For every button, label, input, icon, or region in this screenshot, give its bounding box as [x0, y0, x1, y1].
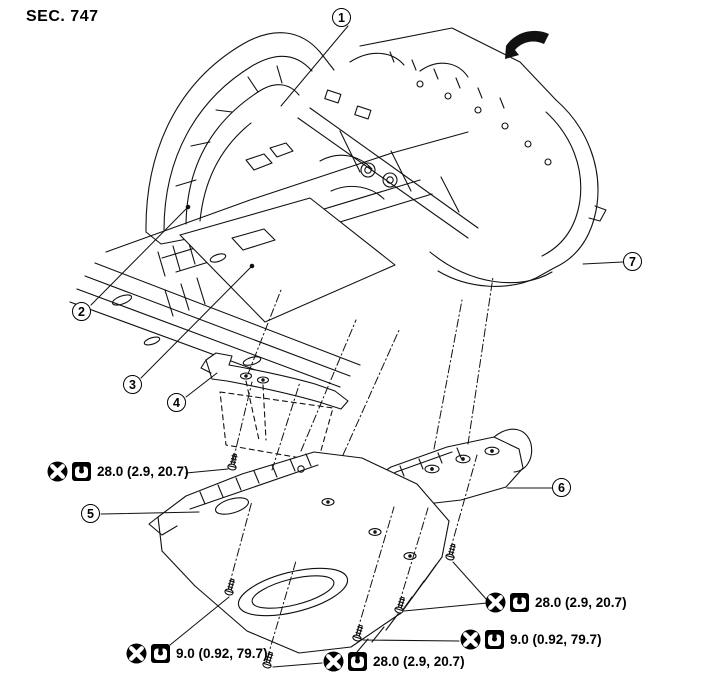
- torque-label-right: 28.0 (2.9, 20.7): [485, 592, 627, 613]
- replace-icon: [126, 643, 147, 664]
- torque-label-bottom-left: 9.0 (0.92, 79.7): [126, 643, 268, 664]
- callout-1: 1: [332, 8, 351, 27]
- torque-value: 9.0 (0.92, 79.7): [176, 646, 268, 661]
- projection-lines: [228, 276, 494, 660]
- leader-lines: [90, 25, 624, 668]
- torque-label-left: 28.0 (2.9, 20.7): [47, 461, 189, 482]
- torque-wrench-icon: [485, 630, 504, 649]
- torque-label-bottom-center: 28.0 (2.9, 20.7): [323, 651, 465, 672]
- front-frame-art: [245, 27, 607, 287]
- torque-wrench-icon: [510, 593, 529, 612]
- section-label: SEC. 747: [26, 8, 99, 25]
- bolt-glyphs: [224, 453, 456, 669]
- callout-7: 7: [623, 252, 642, 271]
- replace-icon: [485, 592, 506, 613]
- replace-icon: [323, 651, 344, 672]
- callout-6: 6: [552, 478, 571, 497]
- front-direction-arrow-icon: [505, 30, 549, 59]
- callout-5: 5: [81, 504, 100, 523]
- replace-icon: [47, 461, 68, 482]
- torque-value: 9.0 (0.92, 79.7): [510, 632, 602, 647]
- cover-bracket-art: [200, 352, 349, 462]
- callout-4: 4: [167, 393, 186, 412]
- torque-value: 28.0 (2.9, 20.7): [373, 654, 465, 669]
- torque-label-right-lower: 9.0 (0.92, 79.7): [460, 629, 602, 650]
- torque-wrench-icon: [72, 462, 91, 481]
- front-under-cover-art: [148, 451, 450, 654]
- torque-wrench-icon: [348, 652, 367, 671]
- torque-value: 28.0 (2.9, 20.7): [535, 595, 627, 610]
- torque-wrench-icon: [151, 644, 170, 663]
- center-floor-cover-art: [179, 197, 396, 323]
- replace-icon: [460, 629, 481, 650]
- torque-value: 28.0 (2.9, 20.7): [97, 464, 189, 479]
- callout-2: 2: [72, 302, 91, 321]
- callout-3: 3: [123, 375, 142, 394]
